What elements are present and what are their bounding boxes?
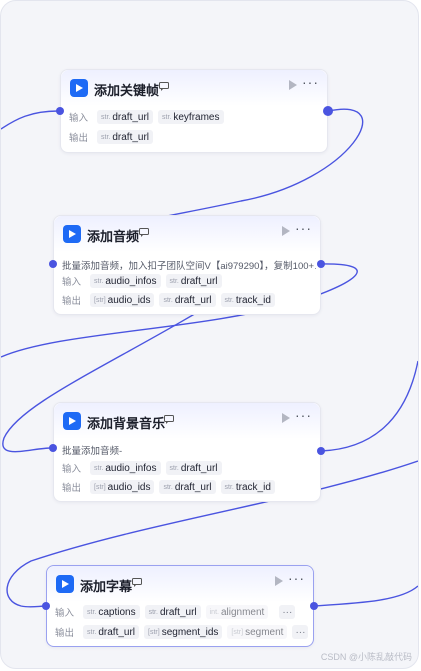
output-row: 输出 [str]audio_ids str.draft_url str.trac… bbox=[62, 292, 280, 308]
param-chip: str.draft_url bbox=[159, 480, 216, 494]
param-chip: str.draft_url bbox=[159, 293, 216, 307]
wire-subtitle-out bbox=[313, 585, 418, 607]
comment-icon[interactable] bbox=[139, 228, 149, 237]
output-row: 输出 str.draft_url [str]segment_ids [str]s… bbox=[55, 624, 313, 640]
param-chip: str.draft_url bbox=[144, 605, 201, 619]
more-icon[interactable]: ··· bbox=[302, 74, 319, 90]
param-chip: str.draft_url bbox=[97, 110, 154, 124]
param-chip: str.draft_url bbox=[83, 625, 140, 639]
play-icon[interactable] bbox=[282, 413, 290, 423]
param-chip: str.keyframes bbox=[158, 110, 224, 124]
comment-icon[interactable] bbox=[159, 82, 169, 91]
param-chip: [str]audio_ids bbox=[90, 293, 155, 307]
node-add-audio[interactable]: 添加音频 ··· 批量添加音频，加入扣子团队空间V【ai979290】，复制10… bbox=[53, 215, 321, 315]
param-chip: [str]segment_ids bbox=[144, 625, 223, 639]
video-app-icon bbox=[70, 79, 88, 97]
output-label: 输出 bbox=[55, 628, 75, 639]
input-row: 输入 str.captions str.draft_url int.alignm… bbox=[55, 604, 300, 620]
input-port[interactable] bbox=[42, 602, 50, 610]
node-add-subtitles[interactable]: 添加字幕 ··· 输入 str.captions str.draft_url i… bbox=[46, 565, 314, 647]
watermark: CSDN @小陈乱敲代码 bbox=[320, 652, 412, 662]
output-row: 输出 str.draft_url bbox=[69, 129, 158, 145]
param-chip: str.track_id bbox=[220, 293, 275, 307]
more-icon[interactable]: ··· bbox=[288, 570, 305, 586]
param-chip: str.audio_infos bbox=[90, 461, 161, 475]
node-title: 添加关键帧 bbox=[94, 83, 160, 98]
input-label: 输入 bbox=[69, 113, 89, 124]
param-chip: str.audio_infos bbox=[90, 274, 161, 288]
node-add-bgm[interactable]: 添加背景音乐 ··· 批量添加音频- 输入 str.audio_infos st… bbox=[53, 402, 321, 502]
node-add-keyframes[interactable]: 添加关键帧 ··· 输入 str.draft_url str.keyframes… bbox=[60, 69, 328, 153]
param-chip: [str]segment bbox=[227, 625, 288, 639]
wire-bgm-out bbox=[320, 360, 418, 452]
node-title: 添加背景音乐 bbox=[87, 416, 166, 431]
node-description: 批量添加音频- bbox=[62, 446, 123, 457]
input-port[interactable] bbox=[49, 444, 57, 452]
param-chip: [str]audio_ids bbox=[90, 480, 155, 494]
input-label: 输入 bbox=[62, 277, 82, 288]
node-header bbox=[61, 70, 327, 106]
input-row: 输入 str.draft_url str.keyframes bbox=[69, 109, 229, 125]
video-app-icon bbox=[56, 575, 74, 593]
play-icon[interactable] bbox=[289, 80, 297, 90]
output-port[interactable] bbox=[310, 602, 318, 610]
video-app-icon bbox=[63, 412, 81, 430]
output-port[interactable] bbox=[317, 260, 325, 268]
node-header bbox=[47, 566, 313, 602]
more-icon[interactable]: ··· bbox=[295, 220, 312, 236]
param-chip: str.draft_url bbox=[165, 461, 222, 475]
input-label: 输入 bbox=[62, 464, 82, 475]
input-row: 输入 str.audio_infos str.draft_url bbox=[62, 273, 227, 289]
output-row: 输出 [str]audio_ids str.draft_url str.trac… bbox=[62, 479, 280, 495]
param-chip: str.track_id bbox=[220, 480, 275, 494]
param-chip: str.captions bbox=[83, 605, 140, 619]
play-icon[interactable] bbox=[282, 226, 290, 236]
node-description: 批量添加音频，加入扣子团队空间V【ai979290】，复制100+… bbox=[62, 261, 316, 272]
node-header bbox=[54, 403, 320, 439]
wire-in-keyframe bbox=[1, 110, 59, 130]
node-title: 添加字幕 bbox=[80, 579, 133, 594]
output-port[interactable] bbox=[323, 106, 333, 116]
comment-icon[interactable] bbox=[132, 578, 142, 587]
output-label: 输出 bbox=[62, 483, 82, 494]
output-label: 输出 bbox=[69, 133, 89, 144]
node-title: 添加音频 bbox=[87, 229, 140, 244]
output-label: 输出 bbox=[62, 296, 82, 307]
input-label: 输入 bbox=[55, 608, 75, 619]
output-port[interactable] bbox=[317, 447, 325, 455]
play-icon[interactable] bbox=[275, 576, 283, 586]
more-params-chip[interactable]: ··· bbox=[279, 605, 296, 619]
param-chip: int.alignment bbox=[205, 605, 269, 619]
node-header bbox=[54, 216, 320, 252]
video-app-icon bbox=[63, 225, 81, 243]
wire-to-bgm bbox=[2, 285, 242, 453]
input-port[interactable] bbox=[49, 260, 57, 268]
input-row: 输入 str.audio_infos str.draft_url bbox=[62, 460, 227, 476]
comment-icon[interactable] bbox=[164, 415, 174, 424]
more-icon[interactable]: ··· bbox=[295, 407, 312, 423]
input-port[interactable] bbox=[56, 107, 64, 115]
param-chip: str.draft_url bbox=[97, 130, 154, 144]
param-chip: str.draft_url bbox=[165, 274, 222, 288]
more-params-chip[interactable]: ··· bbox=[292, 625, 309, 639]
